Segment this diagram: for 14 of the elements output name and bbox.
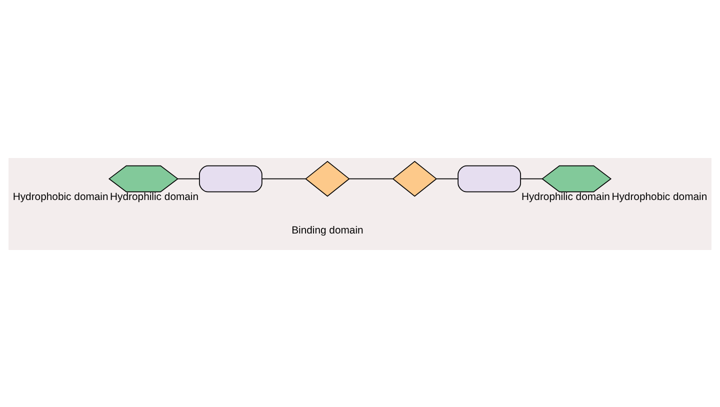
connector bbox=[348, 178, 394, 179]
node-label: Hydrophilic domain bbox=[110, 192, 199, 203]
node-label: Hydrophilic domain bbox=[521, 192, 610, 203]
connector bbox=[262, 178, 306, 179]
node-label: Hydrophobic domain bbox=[12, 192, 108, 203]
connector bbox=[520, 178, 543, 179]
node-diamond bbox=[305, 160, 350, 196]
node-label: Hydrophobic domain bbox=[612, 192, 708, 203]
connector bbox=[177, 178, 200, 179]
label: Binding domain bbox=[292, 225, 364, 236]
node-diamond bbox=[392, 160, 438, 196]
node-box bbox=[458, 164, 521, 192]
node-box bbox=[199, 164, 262, 192]
connector bbox=[436, 178, 458, 179]
